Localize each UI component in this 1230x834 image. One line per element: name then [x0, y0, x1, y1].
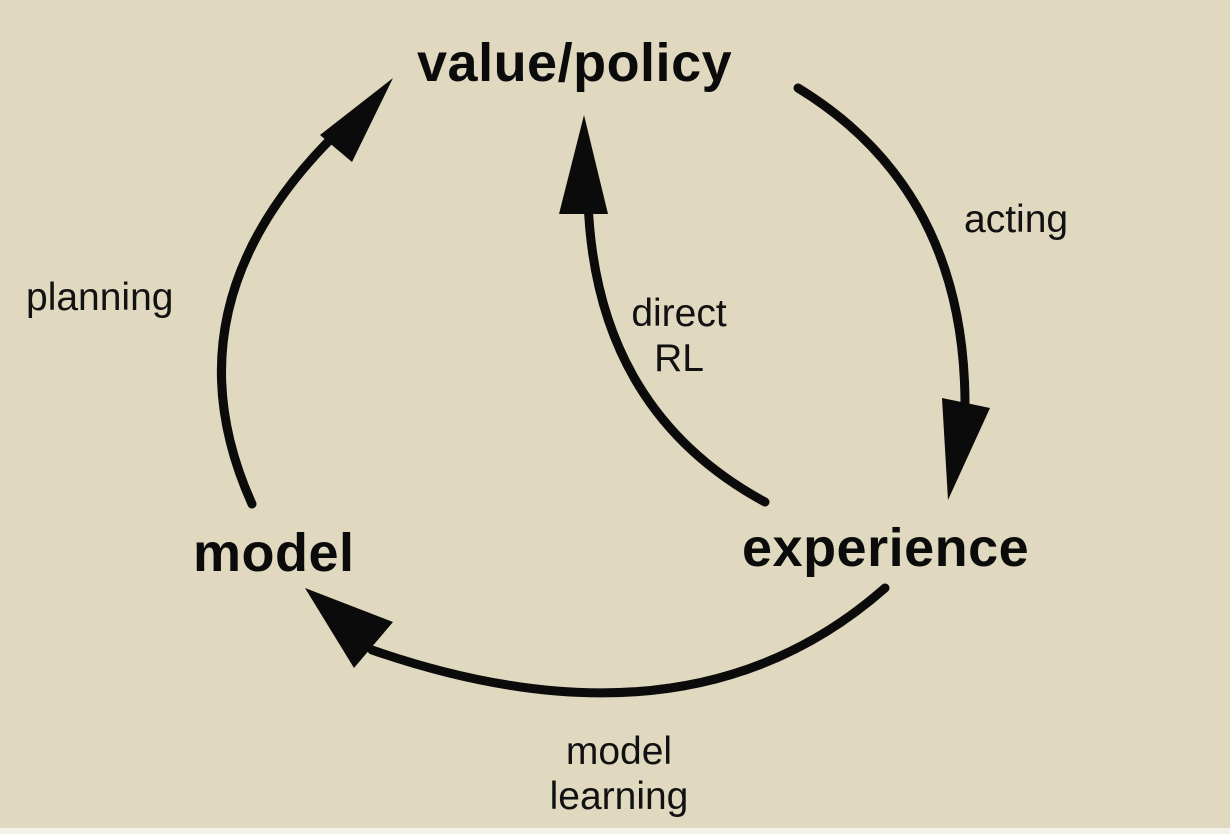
node-value-policy: value/policy: [417, 33, 733, 93]
edge-label-direct-rl: direct RL: [617, 292, 741, 382]
bottom-border-strip: [0, 828, 1230, 834]
edge-label-acting: acting: [964, 198, 1069, 241]
arrow-direct-rl: [583, 195, 770, 507]
arrowhead-model-learning: [305, 588, 393, 668]
edge-label-direct-rl-line-2: RL: [654, 336, 704, 380]
edge-label-model-learning-line-2: learning: [549, 774, 689, 818]
edge-label-direct-rl-line-1: direct: [631, 292, 727, 335]
arrowhead-direct-rl: [559, 115, 608, 214]
arrow-model-learning: [367, 583, 890, 698]
edge-label-planning: planning: [26, 276, 174, 319]
arrow-acting: [793, 83, 970, 410]
edge-label-model-learning-line-1: model: [565, 730, 673, 773]
edge-label-model-learning: model learning: [528, 730, 710, 820]
node-model: model: [193, 523, 355, 583]
node-experience: experience: [742, 518, 1030, 578]
arrowhead-acting: [942, 398, 990, 500]
arrow-planning: [216, 120, 350, 509]
arrowhead-planning: [320, 78, 393, 162]
